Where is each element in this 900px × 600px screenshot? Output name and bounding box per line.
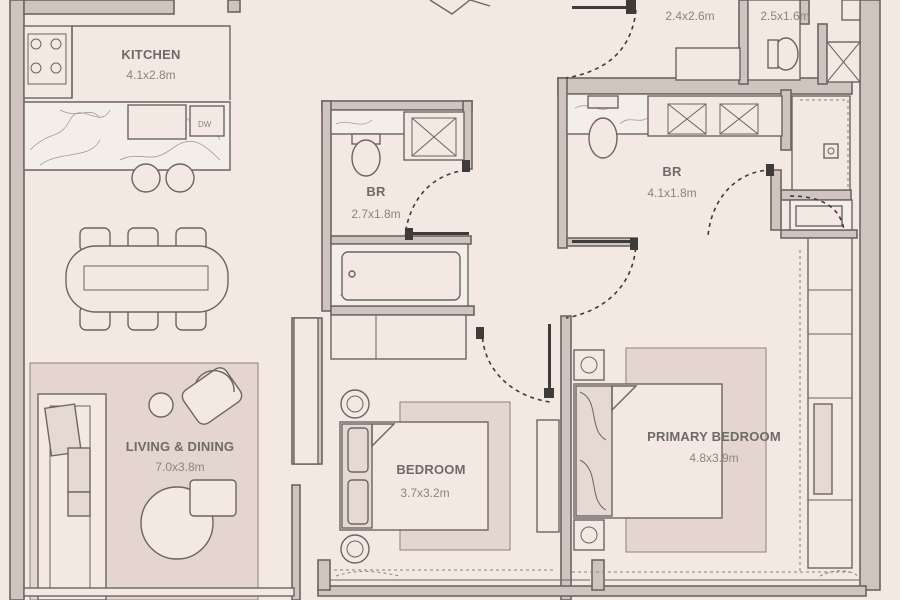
nightstand-icon [573, 349, 605, 381]
stool-icon [165, 163, 195, 193]
primary-bedroom-name: PRIMARY BEDROOM [647, 429, 781, 444]
br-right-dims: 4.1x1.8m [647, 186, 696, 200]
toilet-icon [588, 117, 618, 159]
windows [23, 570, 860, 597]
lamp-icon [340, 534, 370, 564]
lamp-icon [340, 389, 370, 419]
br-left-dims: 2.7x1.8m [351, 207, 400, 221]
living-area: LIVING & DINING 7.0x3.8m [29, 317, 319, 600]
bathtub-icon [341, 251, 461, 301]
primary-bedroom-dims: 4.8x3.9m [689, 451, 738, 465]
primary-bedroom: PRIMARY BEDROOM 4.8x3.9m [572, 237, 853, 573]
kitchen-dims: 4.1x2.8m [126, 68, 175, 82]
stool-icon [131, 163, 161, 193]
wardrobe-icon [807, 237, 853, 569]
br-left-name: BR [366, 184, 386, 199]
hob-icon [27, 33, 67, 85]
dining-table [65, 227, 229, 331]
bedroom: BEDROOM 3.7x3.2m [330, 314, 560, 571]
living-dining-dims: 7.0x3.8m [155, 460, 204, 474]
top-center: 2.4x2.6m 2.5x1.6m [429, 0, 861, 83]
sink-icon [127, 104, 187, 140]
kitchen: DW KITCHEN 4.1x2.8m [23, 25, 231, 193]
kitchen-name: KITCHEN [121, 47, 180, 62]
nightstand-icon [573, 519, 605, 551]
dishwasher-label: DW [198, 120, 212, 129]
top-room-b-dims: 2.5x1.6m [760, 9, 809, 23]
toilet-icon [351, 139, 381, 177]
bathroom-right: BR 4.1x1.8m [565, 93, 853, 319]
bedroom-dims: 3.7x3.2m [400, 486, 449, 500]
bedroom-name: BEDROOM [396, 462, 465, 477]
living-dining-name: LIVING & DINING [126, 439, 234, 454]
br-right-name: BR [662, 164, 682, 179]
bathroom-left: BR 2.7x1.8m [330, 109, 470, 307]
marble-veins [29, 109, 221, 166]
armchair-icon [181, 367, 243, 425]
top-room-a-dims: 2.4x2.6m [665, 9, 714, 23]
